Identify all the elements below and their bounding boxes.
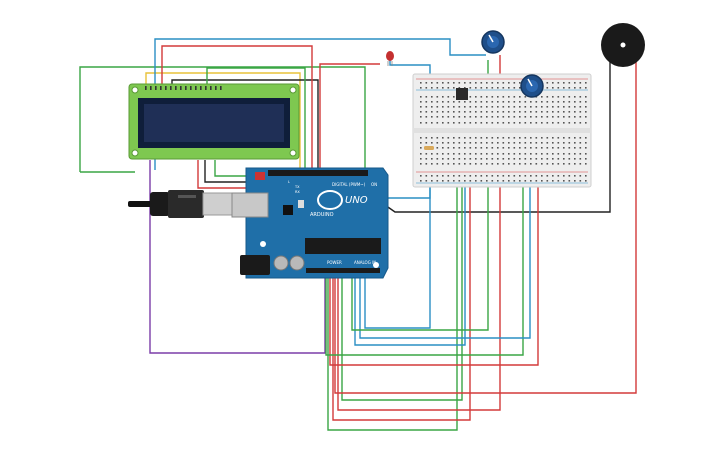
lcd-display[interactable] bbox=[128, 83, 300, 160]
wire-red[interactable] bbox=[329, 100, 539, 366]
breadboard[interactable] bbox=[412, 73, 592, 188]
temperature-sensor[interactable] bbox=[456, 88, 468, 100]
wire-red[interactable] bbox=[332, 100, 471, 421]
analog-header-label: ANALOG IN bbox=[354, 260, 376, 265]
wire-blue[interactable] bbox=[354, 100, 466, 346]
wire-red[interactable] bbox=[334, 58, 637, 394]
l-led-label: L bbox=[288, 180, 290, 184]
wire-green[interactable] bbox=[206, 67, 306, 172]
wire-blue[interactable] bbox=[385, 60, 431, 199]
wire-green[interactable] bbox=[341, 100, 463, 401]
arduino-uno-board[interactable]: UNO ARDUINO DIGITAL (PWM~) POWER ANALOG … bbox=[231, 167, 389, 279]
usb-cable[interactable] bbox=[128, 190, 234, 218]
wire-blue[interactable] bbox=[364, 175, 431, 329]
breadboard-holes bbox=[420, 82, 587, 182]
potentiometer[interactable] bbox=[520, 74, 544, 98]
tx-led-label: TX bbox=[294, 185, 300, 189]
on-led-label: ON bbox=[371, 182, 377, 187]
rx-led-label: RX bbox=[295, 190, 300, 194]
wire-black[interactable] bbox=[171, 79, 319, 172]
wire-yellow[interactable] bbox=[145, 72, 301, 168]
power-header-label: POWER bbox=[327, 260, 342, 265]
wire-black[interactable] bbox=[384, 58, 611, 213]
board-brand-label: ARDUINO bbox=[310, 212, 334, 218]
potentiometer[interactable] bbox=[481, 30, 505, 54]
led[interactable] bbox=[386, 51, 394, 66]
resistor[interactable] bbox=[424, 146, 434, 150]
lcd-pin-header bbox=[145, 86, 222, 90]
board-model-label: UNO bbox=[345, 195, 368, 206]
wire-red[interactable] bbox=[319, 63, 380, 172]
digital-header-label: DIGITAL (PWM~) bbox=[332, 182, 366, 187]
wire-green[interactable] bbox=[325, 100, 524, 356]
wire-red[interactable] bbox=[161, 45, 313, 172]
wire-green[interactable] bbox=[351, 60, 489, 331]
piezo-buzzer[interactable] bbox=[601, 23, 645, 67]
wire-green[interactable] bbox=[327, 100, 458, 431]
wire-purple[interactable] bbox=[149, 160, 326, 354]
wire-blue[interactable] bbox=[359, 90, 531, 339]
wire-blue[interactable] bbox=[154, 38, 486, 170]
wire-red[interactable] bbox=[337, 55, 501, 411]
